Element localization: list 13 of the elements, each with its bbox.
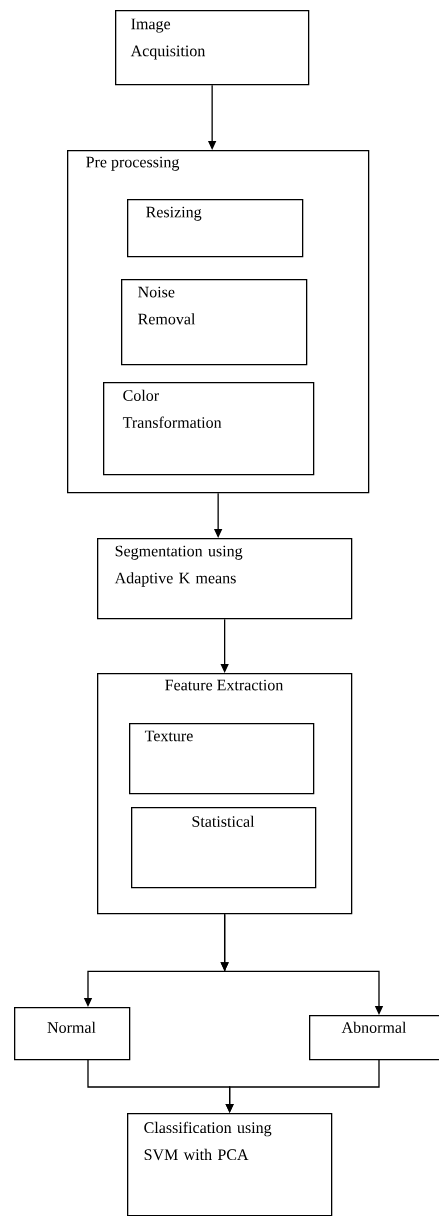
process-box: Abnormal [309,1015,439,1061]
process-box: Segmentation using Adaptive K means [97,538,353,620]
process-box: Image Acquisition [115,10,310,86]
process-box: Color Transformation [103,382,315,476]
process-box: Noise Removal [121,279,308,366]
arrow [220,913,384,1015]
process-box: Classification using SVM with PCA [127,1113,333,1216]
process-box: Statistical [131,807,317,889]
arrow [225,1058,380,1113]
arrow [220,618,229,673]
process-box: Resizing [127,199,304,258]
process-box: Texture [129,723,315,795]
process-box: Normal [14,1007,131,1061]
